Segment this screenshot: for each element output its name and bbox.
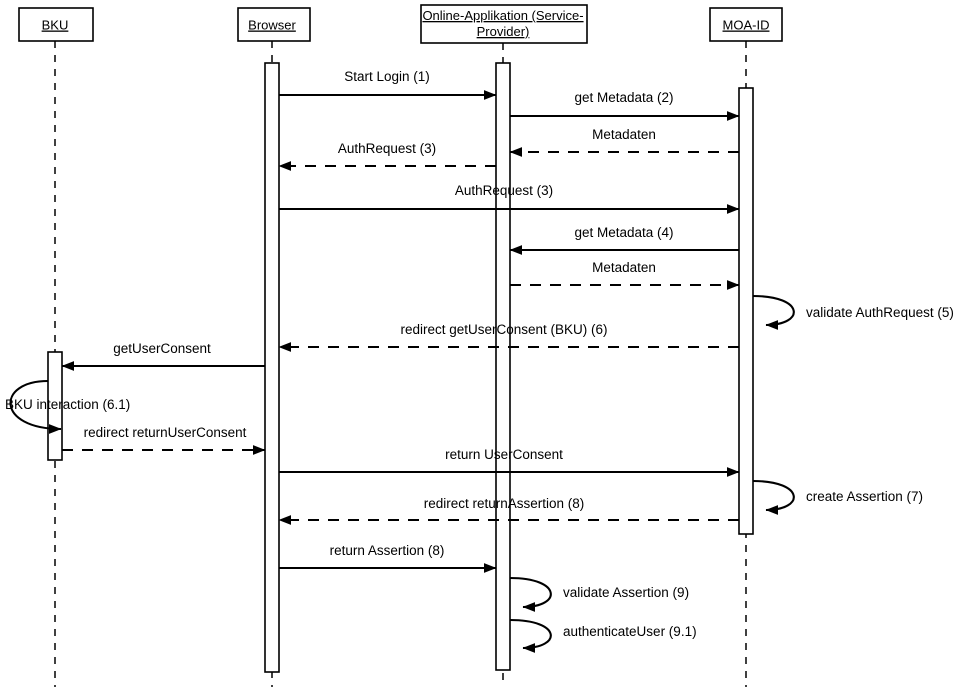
message-label-m12: redirect returnAssertion (8)	[424, 496, 585, 511]
self-message-label-s2: BKU interaction (6.1)	[5, 397, 130, 412]
participant-label-oa-line2: Provider)	[477, 24, 530, 39]
participant-label-bku: BKU	[42, 18, 69, 33]
self-message-label-s1: validate AuthRequest (5)	[806, 305, 954, 320]
participant-box-oa[interactable]	[420, 4, 588, 44]
activation-bar-oa	[495, 62, 511, 671]
message-label-m8: redirect getUserConsent (BKU) (6)	[400, 322, 607, 337]
self-messages-layer: validate AuthRequest (5) BKU interaction …	[5, 294, 954, 653]
participant-label-browser: Browser	[248, 18, 296, 33]
self-message-arrow-s4	[509, 576, 552, 612]
message-label-m2: get Metadata (2)	[574, 90, 673, 105]
self-message-arrow-s1	[752, 294, 795, 330]
messages-layer: Start Login (1) get Metadata (2) Metadaten…	[61, 69, 740, 573]
self-message-label-s5: authenticateUser (9.1)	[563, 624, 697, 639]
message-label-m4: AuthRequest (3)	[338, 141, 436, 156]
self-message-arrow-s5	[509, 618, 552, 653]
message-label-m5: AuthRequest (3)	[455, 183, 553, 198]
message-label-m11: return UserConsent	[445, 447, 563, 462]
participant-label-moaid: MOA-ID	[723, 18, 770, 33]
activations-layer	[47, 62, 754, 673]
message-label-m7: Metadaten	[592, 260, 656, 275]
message-label-m1: Start Login (1)	[344, 69, 430, 84]
message-label-m6: get Metadata (4)	[574, 225, 673, 240]
self-message-arrow-s3	[752, 479, 795, 515]
message-label-m3: Metadaten	[592, 127, 656, 142]
participant-box-bku[interactable]	[18, 7, 94, 42]
message-label-m13: return Assertion (8)	[330, 543, 445, 558]
participant-heads-layer: BKU Browser Online-Applikation (Service-Pr…	[18, 4, 783, 44]
self-message-arrow-s2	[9, 379, 62, 434]
message-label-m9: getUserConsent	[113, 341, 211, 356]
message-label-m10: redirect returnUserConsent	[84, 425, 247, 440]
participant-box-moaid[interactable]	[709, 7, 783, 42]
participant-box-browser[interactable]	[237, 7, 311, 42]
activation-bar-browser	[264, 62, 280, 673]
self-message-label-s3: create Assertion (7)	[806, 489, 923, 504]
participant-label-oa: Online-Applikation (Service-	[422, 8, 583, 23]
self-message-label-s4: validate Assertion (9)	[563, 585, 689, 600]
activation-bar-moaid	[738, 87, 754, 535]
